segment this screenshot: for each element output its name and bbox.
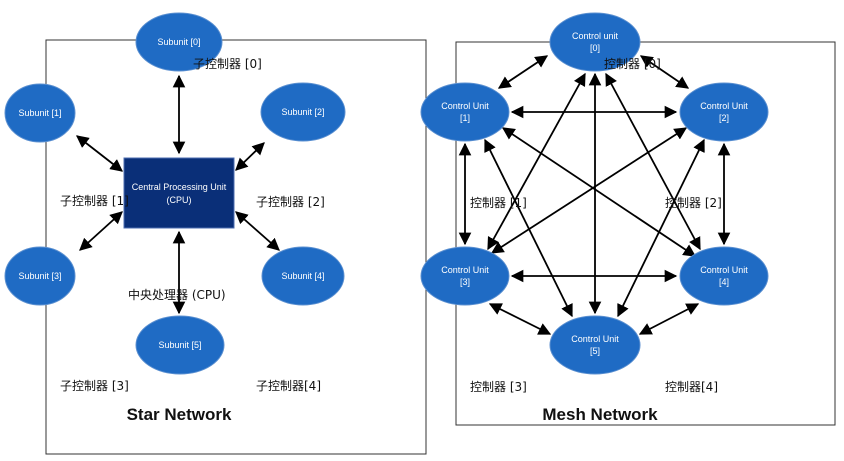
mesh-node-1: Control Unit [1] — [420, 82, 510, 142]
node-label-line2: [5] — [590, 346, 600, 356]
node-shape — [135, 12, 223, 72]
node-shape — [679, 246, 769, 306]
node-shape — [4, 246, 76, 306]
node-label-line2: [4] — [719, 277, 729, 287]
node-shape — [679, 82, 769, 142]
node-shape — [420, 82, 510, 142]
star-node-0: Subunit [0] — [135, 12, 223, 72]
mesh-cn-1: 控制器 [1] — [470, 196, 527, 210]
node-label-line2: [2] — [719, 113, 729, 123]
node-label: Subunit [4] — [281, 271, 324, 281]
mesh-cn-3: 控制器 [3] — [470, 380, 527, 394]
node-label: Subunit [2] — [281, 107, 324, 117]
node-label-line2: [0] — [590, 43, 600, 53]
mesh-cn-2: 控制器 [2] — [665, 196, 722, 210]
star-arrows — [76, 74, 280, 315]
mesh-node-4: Control Unit [4] — [679, 246, 769, 306]
node-label: Subunit [5] — [158, 340, 201, 350]
mesh-node-2: Control Unit [2] — [679, 82, 769, 142]
arrow-cpu-subunit-2 — [235, 142, 265, 171]
star-node-2: Subunit [2] — [260, 82, 346, 142]
node-shape — [420, 246, 510, 306]
node-label-line1: Control Unit — [441, 101, 489, 111]
node-label: Subunit [3] — [18, 271, 61, 281]
mesh-title: Mesh Network — [542, 405, 658, 424]
cpu-label-line2: (CPU) — [167, 195, 192, 205]
node-label-line1: Control unit — [572, 31, 619, 41]
arrow-mesh-1-4 — [501, 127, 697, 257]
mesh-cn-4: 控制器[4] — [665, 380, 718, 394]
node-label-line1: Control Unit — [700, 101, 748, 111]
node-shape — [4, 83, 76, 143]
node-label-line1: Control Unit — [700, 265, 748, 275]
star-node-4: Subunit [4] — [261, 246, 345, 306]
node-shape — [261, 246, 345, 306]
arrow-cpu-subunit-4 — [235, 211, 280, 251]
star-cn-3: 子控制器 [3] — [60, 379, 129, 393]
arrow-mesh-4-5 — [638, 303, 700, 335]
mesh-node-5: Control Unit [5] — [549, 315, 641, 375]
mesh-arrows — [458, 55, 731, 335]
arrow-mesh-2-5 — [617, 138, 705, 318]
star-cn-4: 子控制器[4] — [256, 379, 321, 393]
node-shape — [260, 82, 346, 142]
arrow-mesh-0-1 — [497, 55, 549, 89]
node-shape — [549, 12, 641, 72]
node-label-line2: [1] — [460, 113, 470, 123]
node-label-line2: [3] — [460, 277, 470, 287]
star-title: Star Network — [127, 405, 232, 424]
mesh-cn-0: 控制器 [0] — [604, 57, 661, 71]
cpu-box — [123, 157, 235, 229]
star-cn-1: 子控制器 [1] — [60, 194, 129, 208]
star-cn-0: 子控制器 [0] — [193, 57, 262, 71]
star-node-3: Subunit [3] — [4, 246, 76, 306]
arrow-cpu-subunit-3 — [79, 211, 123, 251]
mesh-frame — [455, 41, 836, 426]
node-shape — [135, 315, 225, 375]
star-cn-cpu: 中央处理器 (CPU) — [128, 287, 226, 302]
star-node-1: Subunit [1] — [4, 83, 76, 143]
arrow-cpu-subunit-1 — [76, 135, 123, 172]
arrow-mesh-3-5 — [488, 303, 552, 335]
node-label: Subunit [1] — [18, 108, 61, 118]
node-label: Subunit [0] — [157, 37, 200, 47]
mesh-node-0: Control unit [0] — [549, 12, 641, 72]
node-label-line1: Control Unit — [441, 265, 489, 275]
star-node-5: Subunit [5] — [135, 315, 225, 375]
star-cn-2: 子控制器 [2] — [256, 195, 325, 209]
cpu-label-line1: Central Processing Unit — [132, 182, 227, 192]
node-shape — [549, 315, 641, 375]
mesh-node-3: Control Unit [3] — [420, 246, 510, 306]
node-label-line1: Control Unit — [571, 334, 619, 344]
